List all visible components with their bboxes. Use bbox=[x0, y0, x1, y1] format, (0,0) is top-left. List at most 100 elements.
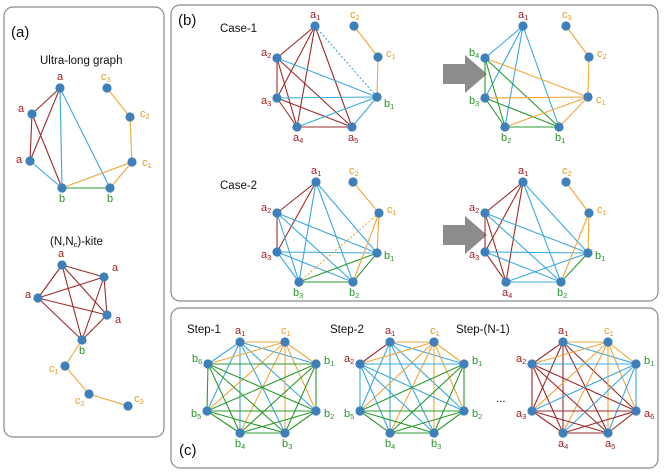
node-label: b1 bbox=[384, 250, 394, 263]
kite-title: (N,Nc)-kite bbox=[50, 236, 103, 249]
edge bbox=[206, 341, 286, 412]
edge bbox=[484, 96, 589, 99]
edge bbox=[59, 87, 111, 189]
step-n-title: Step-(N-1) bbox=[456, 324, 510, 336]
edge bbox=[531, 410, 609, 434]
edge bbox=[484, 57, 506, 128]
graph-node bbox=[349, 21, 359, 31]
node-label: b4 bbox=[469, 47, 479, 60]
edge bbox=[239, 341, 317, 412]
edge bbox=[359, 363, 435, 434]
node-label: b bbox=[79, 345, 85, 357]
node-label: b4 bbox=[235, 438, 245, 451]
edge bbox=[484, 181, 524, 214]
edge bbox=[64, 339, 83, 367]
edge bbox=[64, 365, 90, 395]
node-label: c3 bbox=[101, 71, 111, 84]
edge bbox=[37, 276, 105, 299]
edge bbox=[484, 251, 562, 283]
graph-node bbox=[480, 247, 490, 257]
node-label: c2 bbox=[597, 48, 607, 61]
edge bbox=[484, 97, 506, 128]
node-label: c1 bbox=[386, 48, 396, 61]
node-label: b1 bbox=[644, 355, 654, 368]
graph-node bbox=[355, 406, 365, 416]
node-label: b1 bbox=[324, 355, 334, 368]
edge bbox=[352, 181, 380, 214]
node-label: b5 bbox=[191, 408, 201, 421]
graph-node bbox=[561, 177, 571, 187]
edge bbox=[37, 297, 83, 341]
panel-a-frame bbox=[3, 6, 165, 438]
graph-node bbox=[272, 53, 282, 63]
edge bbox=[276, 181, 317, 214]
node-label: c1 bbox=[281, 325, 291, 338]
edge bbox=[29, 160, 63, 189]
node-label: b3 bbox=[431, 438, 441, 451]
node-label: a2 bbox=[261, 202, 271, 215]
edge bbox=[531, 341, 609, 412]
graph-node bbox=[584, 52, 594, 62]
graph-node bbox=[480, 208, 490, 218]
edge bbox=[37, 297, 108, 316]
edge bbox=[359, 341, 435, 412]
edge bbox=[562, 363, 637, 434]
edge bbox=[562, 341, 637, 365]
edge bbox=[359, 341, 391, 365]
graph-node bbox=[459, 406, 469, 416]
edge bbox=[560, 212, 590, 283]
graph-node bbox=[429, 337, 439, 347]
edge bbox=[359, 363, 465, 412]
graph-node bbox=[102, 83, 112, 93]
graph-node bbox=[235, 428, 245, 438]
graph-node bbox=[501, 277, 511, 287]
edge bbox=[206, 363, 209, 412]
node-label: c3 bbox=[134, 393, 144, 406]
graph-node bbox=[280, 337, 290, 347]
node-label: a4 bbox=[558, 438, 568, 451]
edge bbox=[531, 363, 609, 434]
edge bbox=[276, 97, 353, 128]
node-label: b1 bbox=[472, 355, 482, 368]
node-label: c2 bbox=[349, 165, 359, 178]
edge bbox=[484, 212, 507, 283]
node-label: b2 bbox=[349, 287, 359, 300]
edge bbox=[206, 363, 317, 412]
graph-node bbox=[372, 92, 382, 102]
node-label: a3 bbox=[261, 249, 271, 262]
edge bbox=[31, 87, 61, 115]
node-label: a1 bbox=[518, 165, 528, 178]
graph-node bbox=[584, 208, 594, 218]
edge bbox=[562, 341, 637, 412]
graph-node bbox=[631, 406, 641, 416]
node-label: a bbox=[25, 289, 32, 301]
edge bbox=[207, 363, 286, 434]
edge bbox=[560, 252, 589, 283]
node-label: c1 bbox=[387, 204, 397, 217]
graph-node bbox=[33, 293, 43, 303]
node-label: a5 bbox=[348, 132, 358, 145]
graph-node bbox=[429, 428, 439, 438]
edge bbox=[207, 363, 241, 434]
edge bbox=[562, 410, 637, 434]
edge bbox=[558, 96, 589, 128]
edge bbox=[433, 341, 465, 365]
graph-node bbox=[631, 359, 641, 369]
edge bbox=[284, 410, 317, 434]
graph-node bbox=[60, 361, 70, 371]
node-label: b bbox=[59, 193, 65, 205]
edge bbox=[484, 57, 589, 98]
edge bbox=[531, 341, 609, 365]
edge bbox=[505, 252, 589, 283]
graph-node bbox=[127, 157, 137, 167]
node-label: b1 bbox=[555, 132, 565, 145]
edge bbox=[81, 276, 105, 341]
node-label: c2 bbox=[562, 165, 572, 178]
edge bbox=[389, 410, 465, 434]
node-label: c1 bbox=[597, 204, 607, 217]
edge bbox=[484, 97, 560, 128]
graph-node bbox=[202, 406, 212, 416]
